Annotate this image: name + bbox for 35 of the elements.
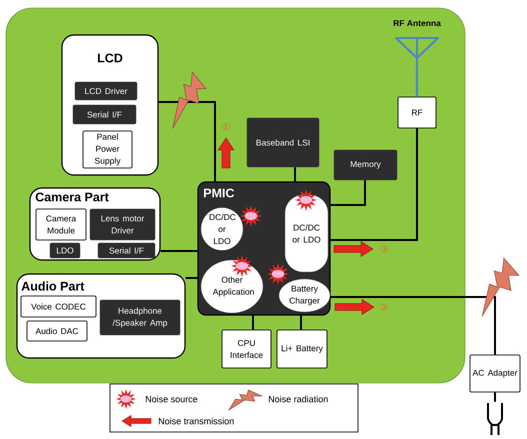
connector-line <box>416 66 418 97</box>
connector-line <box>330 128 418 241</box>
component-box: CPU Interface <box>222 330 272 368</box>
component-box: Memory <box>334 150 398 180</box>
callout-number: ① <box>222 123 230 131</box>
callout-number: ② <box>380 303 388 311</box>
component-box: Li+ Battery <box>276 330 328 368</box>
component-box: Lens motor Driver <box>90 208 156 240</box>
plug-icon <box>487 403 503 436</box>
legend-label: Noise transmission <box>158 418 234 424</box>
component-box: LCD Driver <box>74 82 138 100</box>
component-box: Serial I/F <box>98 242 156 258</box>
component-box: Audio DAC <box>26 320 88 342</box>
connector-line <box>160 250 198 252</box>
component-box: RF <box>398 96 436 128</box>
component-box: Serial I/F <box>72 104 136 124</box>
component-box: Panel Power Supply <box>82 130 132 168</box>
component-box: Camera Module <box>36 208 86 240</box>
legend-label: Noise source <box>146 396 198 402</box>
component-box: Voice CODEC <box>20 296 96 318</box>
connector-line <box>330 180 366 206</box>
connector-line <box>186 277 198 279</box>
component-box: AC Adapter <box>470 354 520 392</box>
legend-label: Noise radiation <box>268 396 328 402</box>
component-box: Headphone /Speaker Amp <box>100 300 180 336</box>
component-box: LDO <box>50 242 80 258</box>
connector-line <box>300 316 302 330</box>
connector-line <box>294 167 296 182</box>
component-box: Baseband LSI <box>246 118 320 168</box>
callout-number: ③ <box>380 245 388 253</box>
connector-line <box>494 392 496 402</box>
connector-line <box>158 101 216 182</box>
antenna-drawing: RF Antenna <box>394 20 441 67</box>
connector-line <box>252 316 254 330</box>
connector-line <box>330 296 496 355</box>
